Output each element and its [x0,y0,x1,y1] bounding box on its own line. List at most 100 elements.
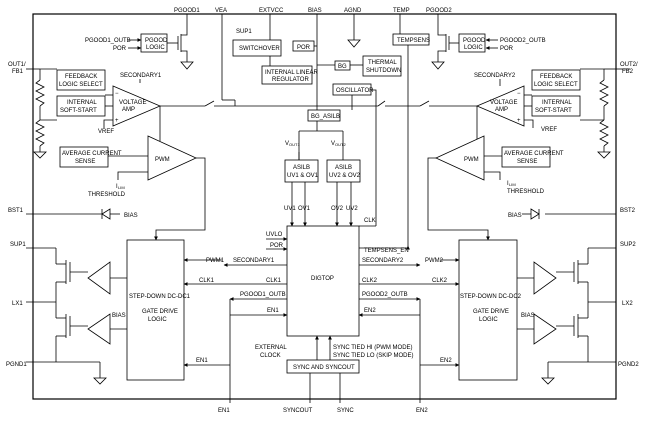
pgood1-ground-symbol [180,61,194,70]
pwm-comparator-2 [435,135,485,181]
svg-text:+: + [115,118,119,124]
pin-sup2: SUP2 [620,242,636,248]
svg-text:POR: POR [297,45,311,51]
svg-text:LOGIC: LOGIC [464,45,483,51]
high-side-driver-1 [87,261,111,295]
voltage-amp-2 [475,85,525,127]
svg-text:SYNC AND SYNCOUT: SYNC AND SYNCOUT [293,365,355,371]
pin-pgnd1: PGND1 [6,362,27,368]
svg-text:−: − [517,91,521,97]
pin-en2: EN2 [416,408,428,414]
bg-block [334,60,351,71]
high-side-driver-2 [533,261,557,295]
pin-pgnd2: PGND2 [618,362,639,368]
svg-text:LOGIC: LOGIC [148,317,167,323]
svg-text:PGOOD2_OUTB: PGOOD2_OUTB [362,292,408,298]
channel2-power-stage: BST2 BIAS SUP2 LX2 BIAS PGND2 STEP-DO [458,208,639,385]
fb1-resistor-bottom [35,119,45,147]
svg-text:TEMPSENS: TEMPSENS [397,38,430,44]
svg-text:PGOOD2_OUTB: PGOOD2_OUTB [500,38,546,44]
svg-text:BIAS: BIAS [112,313,126,319]
svg-text:CLK1: CLK1 [266,278,282,284]
svg-text:UV2: UV2 [346,206,358,212]
enable-sync-nets: EN1 EN2 EN1 SYNCOUT SYNC EN2 [183,299,460,414]
channel1-power-stage: BST1 BIAS SUP1 LX1 BIAS PGND1 STEP-DO [6,208,191,385]
supply-section: SUP1 SWITCHOVER INTERNAL LINEAR REGULATO… [232,29,430,246]
bst2-diode [530,208,540,220]
svg-text:CLK1: CLK1 [199,278,215,284]
svg-text:V: V [331,141,335,147]
svg-text:GATE DRIVE: GATE DRIVE [473,309,509,315]
pin-agnd: AGND [344,8,362,14]
dc-dc2-gate-drive-block [458,239,518,381]
fb2-resistor-top [599,79,609,107]
pgnd2-ground-symbol [541,377,555,385]
linear-regulator-block [261,65,313,85]
pgood2-circuit: PGOOD LOGIC PGOOD2_OUTB POR [431,32,546,70]
pin-lx1: LX1 [12,301,23,307]
svg-text:POR: POR [113,46,127,52]
svg-text:OUT1: OUT1 [289,142,300,147]
svg-text:LIM: LIM [509,182,516,187]
svg-text:AVERAGE CURRENT: AVERAGE CURRENT [504,151,564,157]
svg-text:SOFT-START: SOFT-START [535,108,572,114]
pin-lx2: LX2 [622,301,633,307]
pin-fb1: FB1 [12,69,24,75]
thermal-shutdown-block [362,55,402,77]
svg-text:AMP: AMP [122,107,135,113]
svg-text:V: V [285,141,289,147]
svg-text:PGOOD: PGOOD [145,38,168,44]
svg-text:SYNC TIED LO (SKIP MODE): SYNC TIED LO (SKIP MODE) [333,353,413,359]
svg-text:VOLTAGE: VOLTAGE [119,100,146,106]
pin-bias-top: BIAS [308,8,322,14]
svg-text:ASILB: ASILB [335,165,352,171]
pin-sup1: SUP1 [10,242,26,248]
svg-text:STEP-DOWN DC-DC1: STEP-DOWN DC-DC1 [129,294,191,300]
svg-text:AMP: AMP [495,107,508,113]
svg-text:SWITCHOVER: SWITCHOVER [239,46,280,52]
dc-dc1-gate-drive-block [126,239,185,381]
svg-text:BIAS: BIAS [124,213,138,219]
fb2-resistor-bottom [599,119,609,147]
svg-text:EN2: EN2 [440,358,452,364]
fb1-resistor-top [35,79,45,107]
svg-text:CLK2: CLK2 [362,278,378,284]
pgnd1-ground-symbol [93,377,107,385]
svg-text:VOLTAGE: VOLTAGE [490,100,517,106]
voltage-amp-1 [112,85,162,127]
channel1-pwm: AVERAGE CURRENT SENSE PWM I LIM THRESHOL… [59,135,206,241]
low-side-driver-1 [87,313,111,345]
digtop-block [286,225,360,337]
pgood2-ground-symbol [431,61,445,70]
svg-text:LOGIC: LOGIC [479,317,498,323]
bg-asilb-block [307,109,341,122]
ic-outline [32,13,617,400]
sync-syncout-block [286,359,360,374]
pwm-comparator-1 [147,135,197,181]
svg-text:OSCILLATOR: OSCILLATOR [336,88,374,94]
pgood1-circuit: PGOOD1_OUTB POR PGOOD LOGIC [85,32,194,70]
digtop-section: DIGTOP CLK UVLO POR TEMPSENS_EN SECONDAR… [183,218,460,374]
svg-text:FEEDBACK: FEEDBACK [65,74,97,80]
bst1-diode [101,208,111,220]
pin-bst2: BST2 [620,208,636,214]
svg-text:UV2 & OV2: UV2 & OV2 [329,173,361,179]
svg-text:PWM2: PWM2 [425,258,444,264]
svg-text:THRESHOLD: THRESHOLD [507,189,545,195]
avg-current-sense-1 [59,146,109,168]
asilb-uv1-ov1-block [284,159,319,183]
svg-text:CLK2: CLK2 [432,278,448,284]
svg-text:REGULATOR: REGULATOR [272,77,309,83]
pin-out2: OUT2/ [620,62,638,68]
svg-text:THRESHOLD: THRESHOLD [88,192,126,198]
feedback-logic-select-1 [56,69,106,91]
svg-text:INTERNAL: INTERNAL [542,100,572,106]
svg-text:PGOOD: PGOOD [463,38,486,44]
channel2-pwm: AVERAGE CURRENT SENSE PWM I LIM THRESHOL… [427,135,564,241]
svg-text:AVERAGE CURRENT: AVERAGE CURRENT [62,151,122,157]
svg-text:FEEDBACK: FEEDBACK [540,74,572,80]
svg-text:POR: POR [500,46,514,52]
svg-text:LOGIC SELECT: LOGIC SELECT [59,82,103,88]
channel1-feedback: OUT1/ FB1 FEEDBACK LOGIC SELECT INTERNAL… [8,62,386,159]
